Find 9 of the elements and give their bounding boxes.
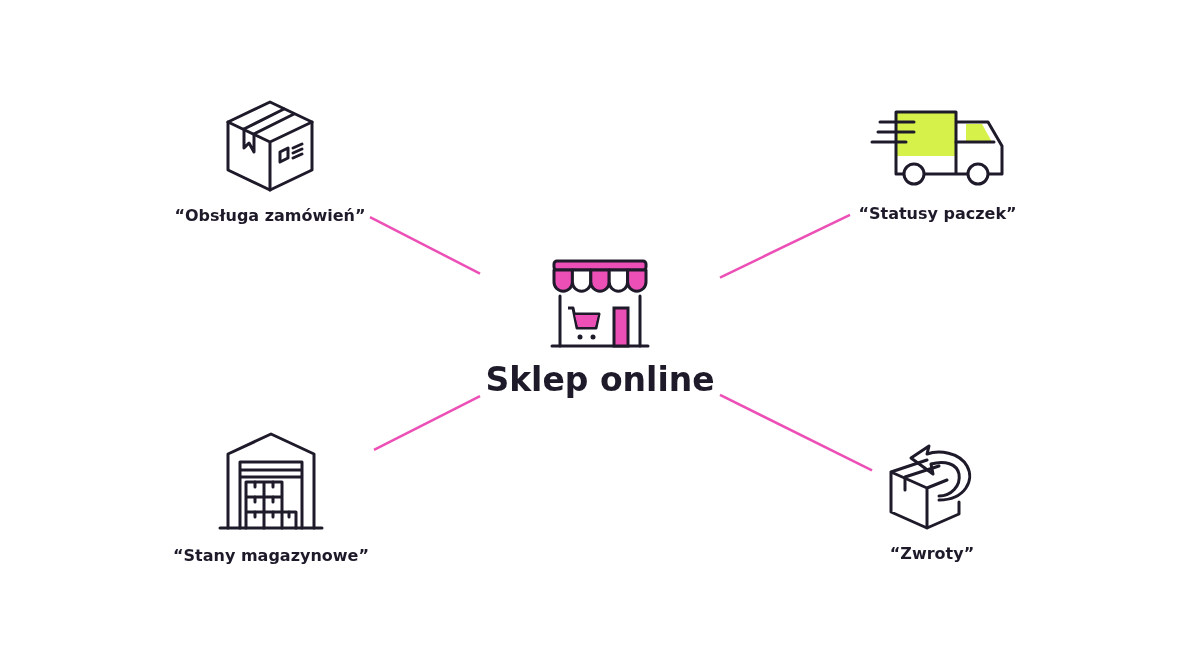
connector-line — [719, 393, 873, 472]
node-label: “Stany magazynowe” — [173, 546, 369, 565]
title-text: Sklep online — [485, 360, 715, 399]
node-label: “Zwroty” — [889, 544, 975, 563]
connector-line — [373, 395, 481, 451]
connector-line — [369, 215, 481, 275]
node-label: “Statusy paczek” — [858, 204, 1017, 223]
connector-line — [719, 213, 851, 279]
node-label: “Obsługa zamówień” — [174, 206, 366, 225]
